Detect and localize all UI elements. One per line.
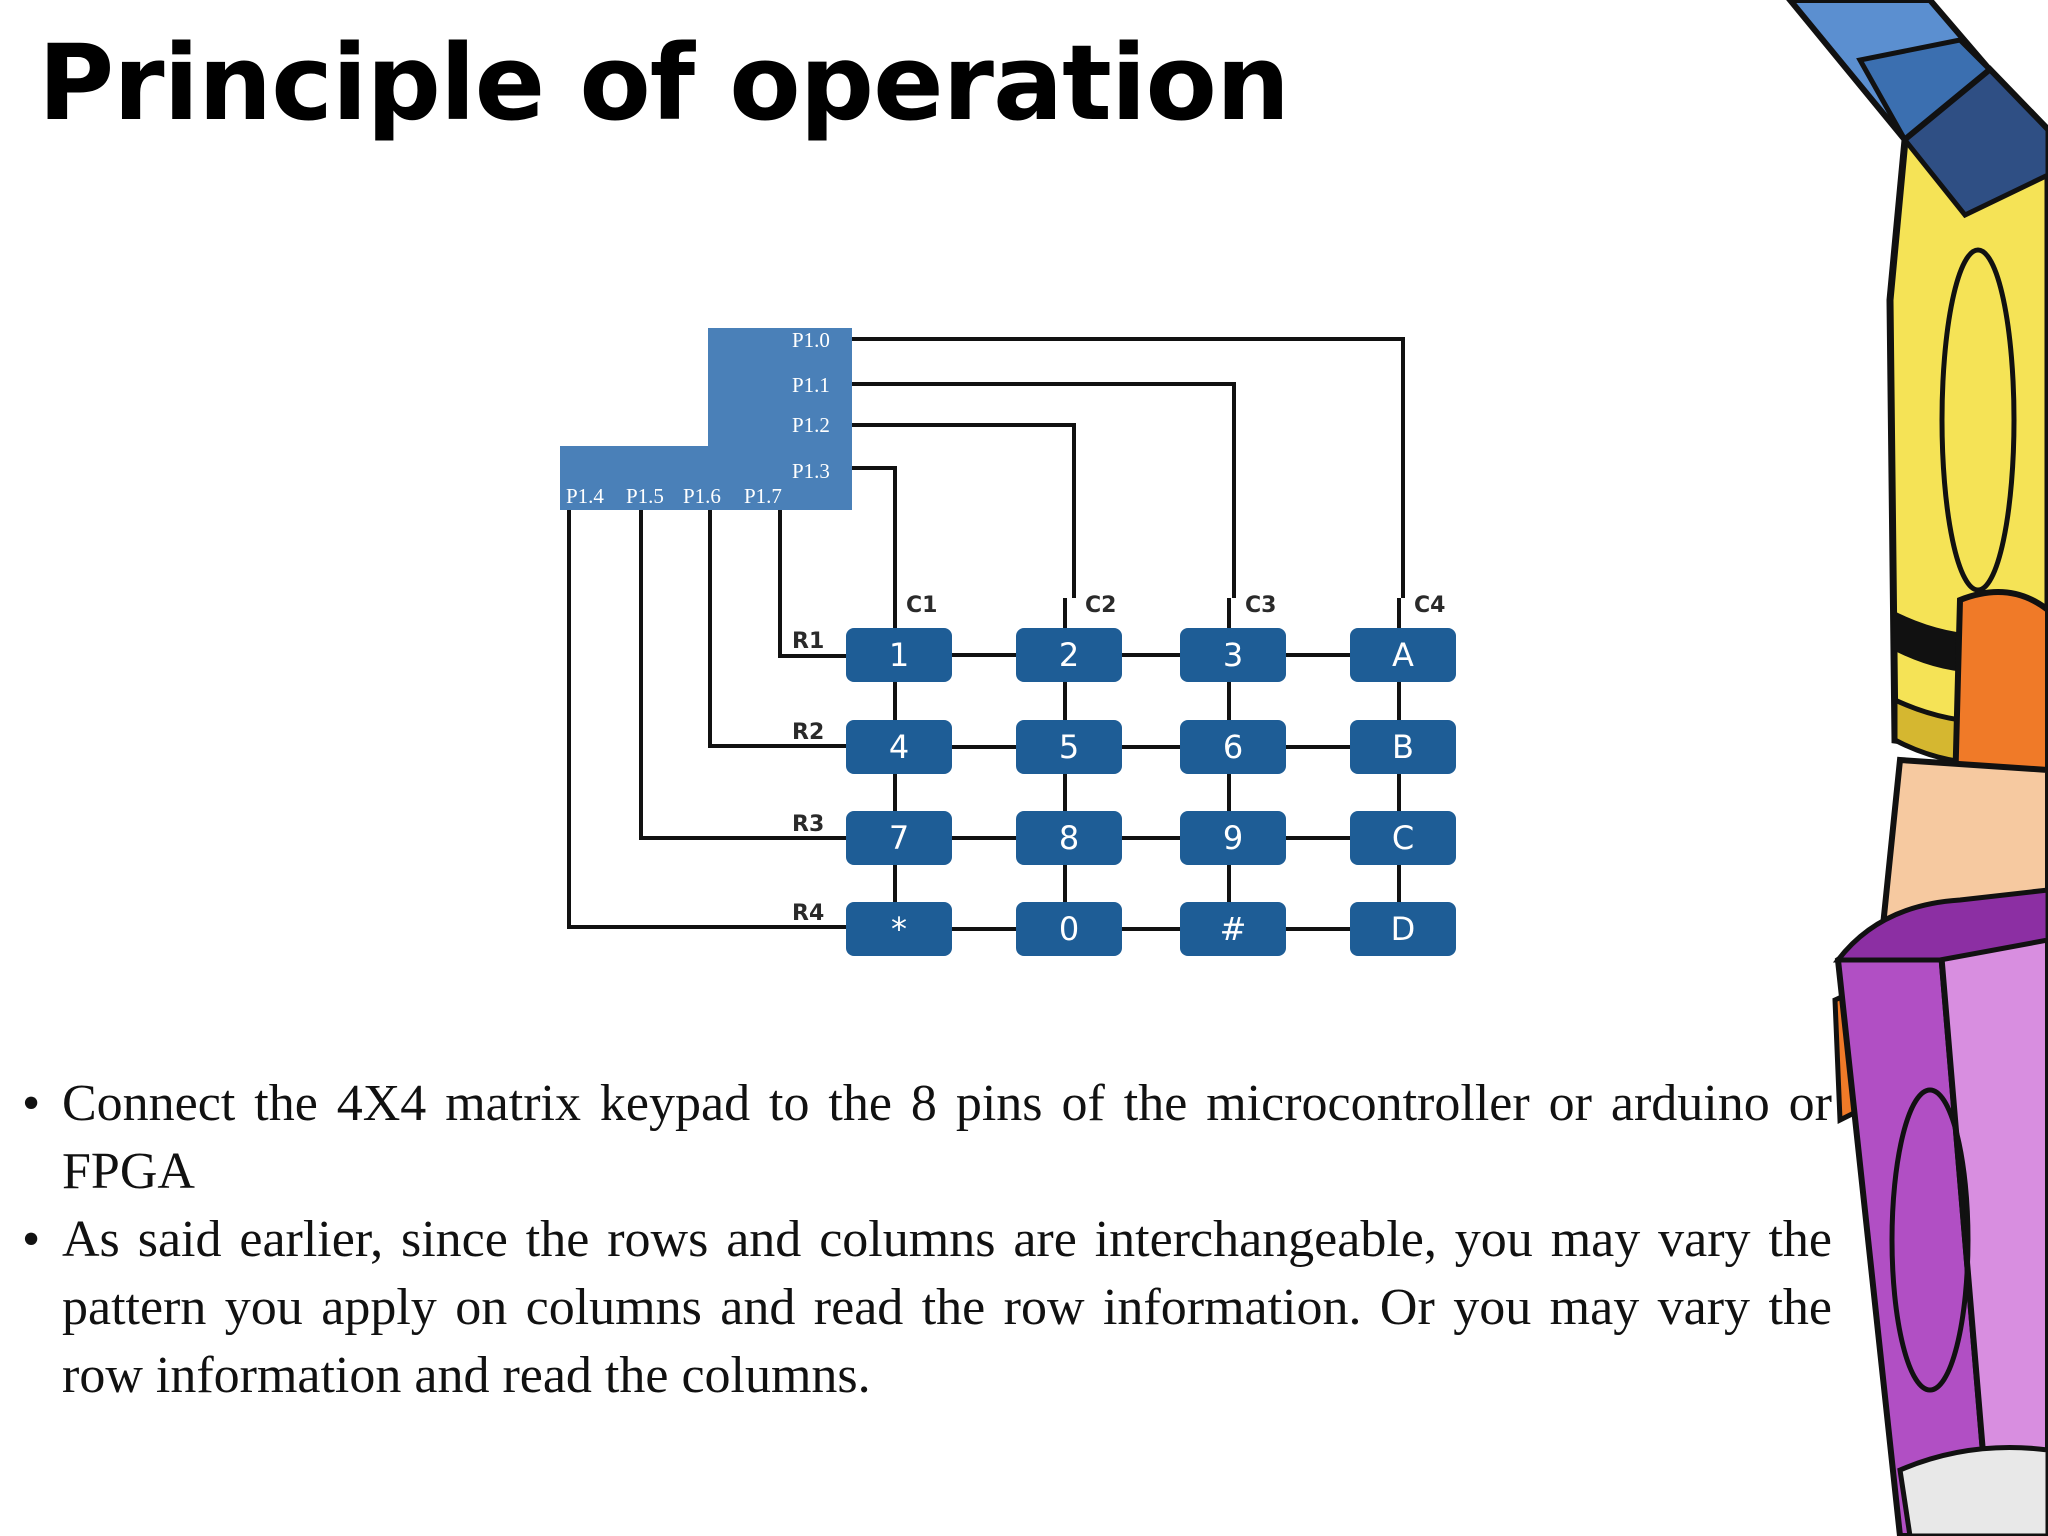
wire-r3 xyxy=(639,510,848,840)
wire-r2 xyxy=(708,510,848,748)
keypad-key-2-0 xyxy=(846,811,952,865)
wire-c4 xyxy=(852,337,1405,598)
keypad-key-1-3 xyxy=(1350,720,1456,774)
keypad-key-0-2 xyxy=(1180,628,1286,682)
pin-label-p1-6: P1.6 xyxy=(683,484,721,508)
row-label-r4: R4 xyxy=(792,901,824,926)
bullet-item-2: As said earlier, since the rows and colu… xyxy=(22,1206,1832,1410)
column-label-c1: C1 xyxy=(906,593,937,618)
column-label-c2: C2 xyxy=(1085,593,1116,618)
pin-label-p1-2: P1.2 xyxy=(792,413,830,437)
pin-label-p1-3: P1.3 xyxy=(792,459,830,483)
keypad-key-2-1 xyxy=(1016,811,1122,865)
keypad-key-3-2 xyxy=(1180,902,1286,956)
keypad-key-0-1 xyxy=(1016,628,1122,682)
keypad-key-2-3 xyxy=(1350,811,1456,865)
keypad-key-label: 5 xyxy=(1059,728,1079,766)
keypad-key-label: 7 xyxy=(889,819,909,857)
wire-c3 xyxy=(852,382,1236,598)
keypad-key-label: 0 xyxy=(1059,910,1079,948)
keypad-key-label: B xyxy=(1392,728,1414,766)
bullet-list: Connect the 4X4 matrix keypad to the 8 p… xyxy=(22,1070,1832,1410)
pin-label-p1-4: P1.4 xyxy=(566,484,604,508)
bullet-item-1: Connect the 4X4 matrix keypad to the 8 p… xyxy=(22,1070,1832,1206)
keypad-key-label: 2 xyxy=(1059,636,1079,674)
keypad-key-1-0 xyxy=(846,720,952,774)
keypad-key-label: 1 xyxy=(889,636,909,674)
wire-r1 xyxy=(778,510,848,658)
keypad-keys: 1 2 3 A 4 5 6 B 7 8 9 C * 0 # D xyxy=(846,628,1456,956)
column-label-c3: C3 xyxy=(1245,593,1276,618)
keypad-key-3-3 xyxy=(1350,902,1456,956)
pin-label-p1-5: P1.5 xyxy=(626,484,664,508)
keypad-key-label: # xyxy=(1220,910,1247,948)
row-label-r2: R2 xyxy=(792,720,824,745)
keypad-key-label: 8 xyxy=(1059,819,1079,857)
keypad-key-label: 6 xyxy=(1223,728,1243,766)
microcontroller-block xyxy=(560,328,852,510)
keypad-key-label: 3 xyxy=(1223,636,1243,674)
wire-c2 xyxy=(852,423,1076,598)
keypad-key-0-3 xyxy=(1350,628,1456,682)
keypad-key-label: C xyxy=(1392,819,1414,857)
keypad-key-0-0 xyxy=(846,628,952,682)
keypad-key-2-2 xyxy=(1180,811,1286,865)
yellow-crayon-image xyxy=(1886,65,2048,767)
keypad-key-1-1 xyxy=(1016,720,1122,774)
keypad-key-1-2 xyxy=(1180,720,1286,774)
row-label-r3: R3 xyxy=(792,812,824,837)
pin-label-p1-0: P1.0 xyxy=(792,328,830,352)
keypad-key-label: 9 xyxy=(1223,819,1243,857)
column-label-c4: C4 xyxy=(1414,593,1445,618)
row-label-r1: R1 xyxy=(792,629,824,654)
wire-r4 xyxy=(567,510,848,929)
keypad-key-3-0 xyxy=(846,902,952,956)
keypad-key-label: A xyxy=(1392,636,1414,674)
pin-label-p1-7: P1.7 xyxy=(744,484,782,508)
keypad-key-label: 4 xyxy=(889,728,909,766)
pin-label-p1-1: P1.1 xyxy=(792,373,830,397)
purple-crayon-image xyxy=(1832,887,2048,1536)
keypad-key-3-1 xyxy=(1016,902,1122,956)
keypad-key-label: D xyxy=(1391,910,1416,948)
wire-c1 xyxy=(852,466,897,598)
keypad-key-label: * xyxy=(891,910,907,948)
slide-title: Principle of operation xyxy=(38,22,1290,144)
